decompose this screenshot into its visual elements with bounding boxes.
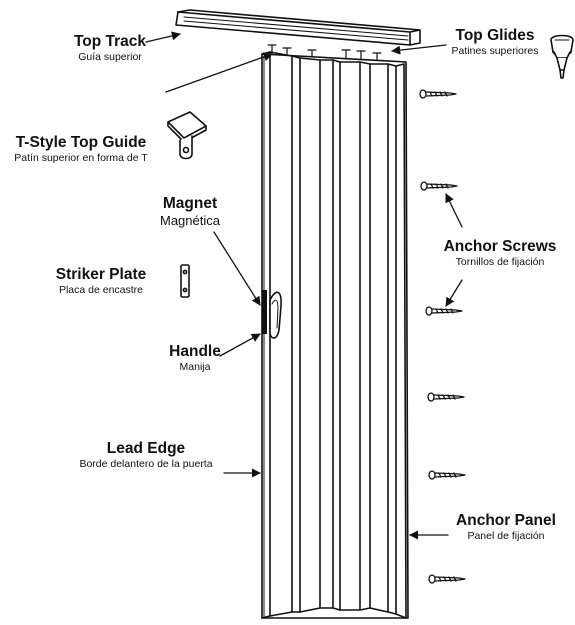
label-anchor-screws-en: Anchor Screws [443,238,557,255]
folding-door [261,51,409,619]
label-striker-plate: Striker Plate Placa de encastre [40,266,162,297]
label-lead-edge-en: Lead Edge [106,440,186,457]
label-magnet-en: Magnet [162,195,218,212]
top-glide-part [550,34,574,79]
label-handle-es: Manija [179,361,211,374]
label-t-style-guide-es: Patín superior en forma de T [14,152,148,165]
label-magnet: Magnet Magnética [140,195,240,228]
label-anchor-panel-es: Panel de fijación [467,530,545,543]
label-top-track: Top Track Guía superior [50,33,170,64]
label-lead-edge-es: Borde delantero de la puerta [79,458,213,471]
label-lead-edge: Lead Edge Borde delantero de la puerta [60,440,232,471]
t-style-guide-part [167,111,207,160]
anchor-screws [419,89,466,584]
label-striker-plate-es: Placa de encastre [58,284,144,297]
label-handle-en: Handle [169,343,221,360]
label-handle: Handle Manija [150,343,240,374]
striker-plate-part [180,264,190,298]
label-striker-plate-en: Striker Plate [55,266,147,283]
label-anchor-screws: Anchor Screws Tornillos de fijación [430,238,570,269]
label-top-track-es: Guía superior [78,51,142,64]
label-anchor-screws-es: Tornillos de fijación [455,256,545,269]
label-anchor-panel-en: Anchor Panel [456,512,556,529]
label-top-glides-en: Top Glides [455,27,535,44]
label-top-track-en: Top Track [73,33,147,50]
label-top-glides-es: Patines superiores [451,45,539,58]
label-t-style-guide-en: T-Style Top Guide [15,134,147,151]
leader-lines [145,31,463,540]
label-t-style-guide: T-Style Top Guide Patín superior en form… [0,134,162,165]
top-track [175,9,421,46]
magnet-strip [262,290,267,334]
label-magnet-es: Magnética [160,213,220,229]
door-handle [269,291,282,339]
label-anchor-panel: Anchor Panel Panel de fijación [444,512,568,543]
label-top-glides: Top Glides Patines superiores [440,27,550,58]
